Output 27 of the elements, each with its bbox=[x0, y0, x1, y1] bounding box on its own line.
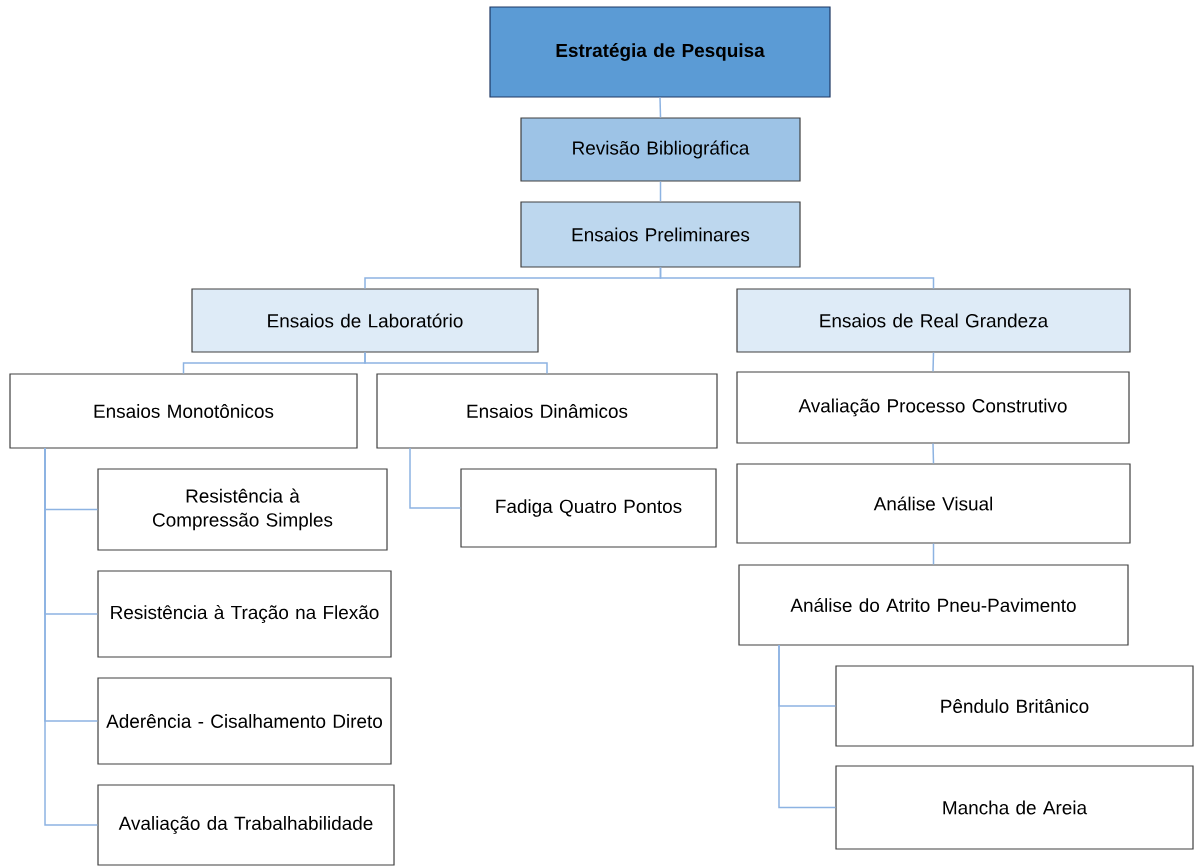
connector-line bbox=[364, 351, 548, 375]
process-box: Pêndulo Britânico bbox=[835, 665, 1194, 747]
connector-line bbox=[778, 644, 837, 809]
process-box: Aderência - Cisalhamento Direto bbox=[97, 677, 392, 765]
connector-line bbox=[932, 442, 935, 465]
connector-line bbox=[932, 351, 935, 373]
process-box: Fadiga Quatro Pontos bbox=[460, 468, 717, 548]
process-box: Ensaios Dinâmicos bbox=[376, 373, 718, 449]
connector-line bbox=[659, 180, 662, 203]
process-box: Revisão Bibliográfica bbox=[520, 117, 801, 182]
process-box: Resistência à Tração na Flexão bbox=[97, 570, 392, 658]
process-box: Análise do Atrito Pneu-Pavimento bbox=[738, 564, 1129, 646]
connector-line bbox=[409, 447, 462, 509]
process-box: Mancha de Areia bbox=[835, 765, 1194, 850]
process-box: Ensaios de Real Grandeza bbox=[736, 288, 1131, 353]
connector-line bbox=[659, 96, 662, 119]
process-box: Ensaios Monotônicos bbox=[9, 373, 358, 449]
process-box: Avaliação Processo Construtivo bbox=[736, 371, 1130, 444]
process-box: Estratégia de Pesquisa bbox=[489, 6, 831, 98]
process-box: Ensaios de Laboratório bbox=[191, 288, 539, 353]
connector-line bbox=[932, 542, 935, 566]
process-box: Resistência à Compressão Simples bbox=[97, 468, 388, 551]
connector-line bbox=[659, 266, 935, 290]
connector-line bbox=[44, 447, 99, 826]
process-box: Análise Visual bbox=[736, 463, 1131, 544]
process-box: Ensaios Preliminares bbox=[520, 201, 801, 268]
process-box: Avaliação da Trabalhabilidade bbox=[97, 784, 395, 866]
